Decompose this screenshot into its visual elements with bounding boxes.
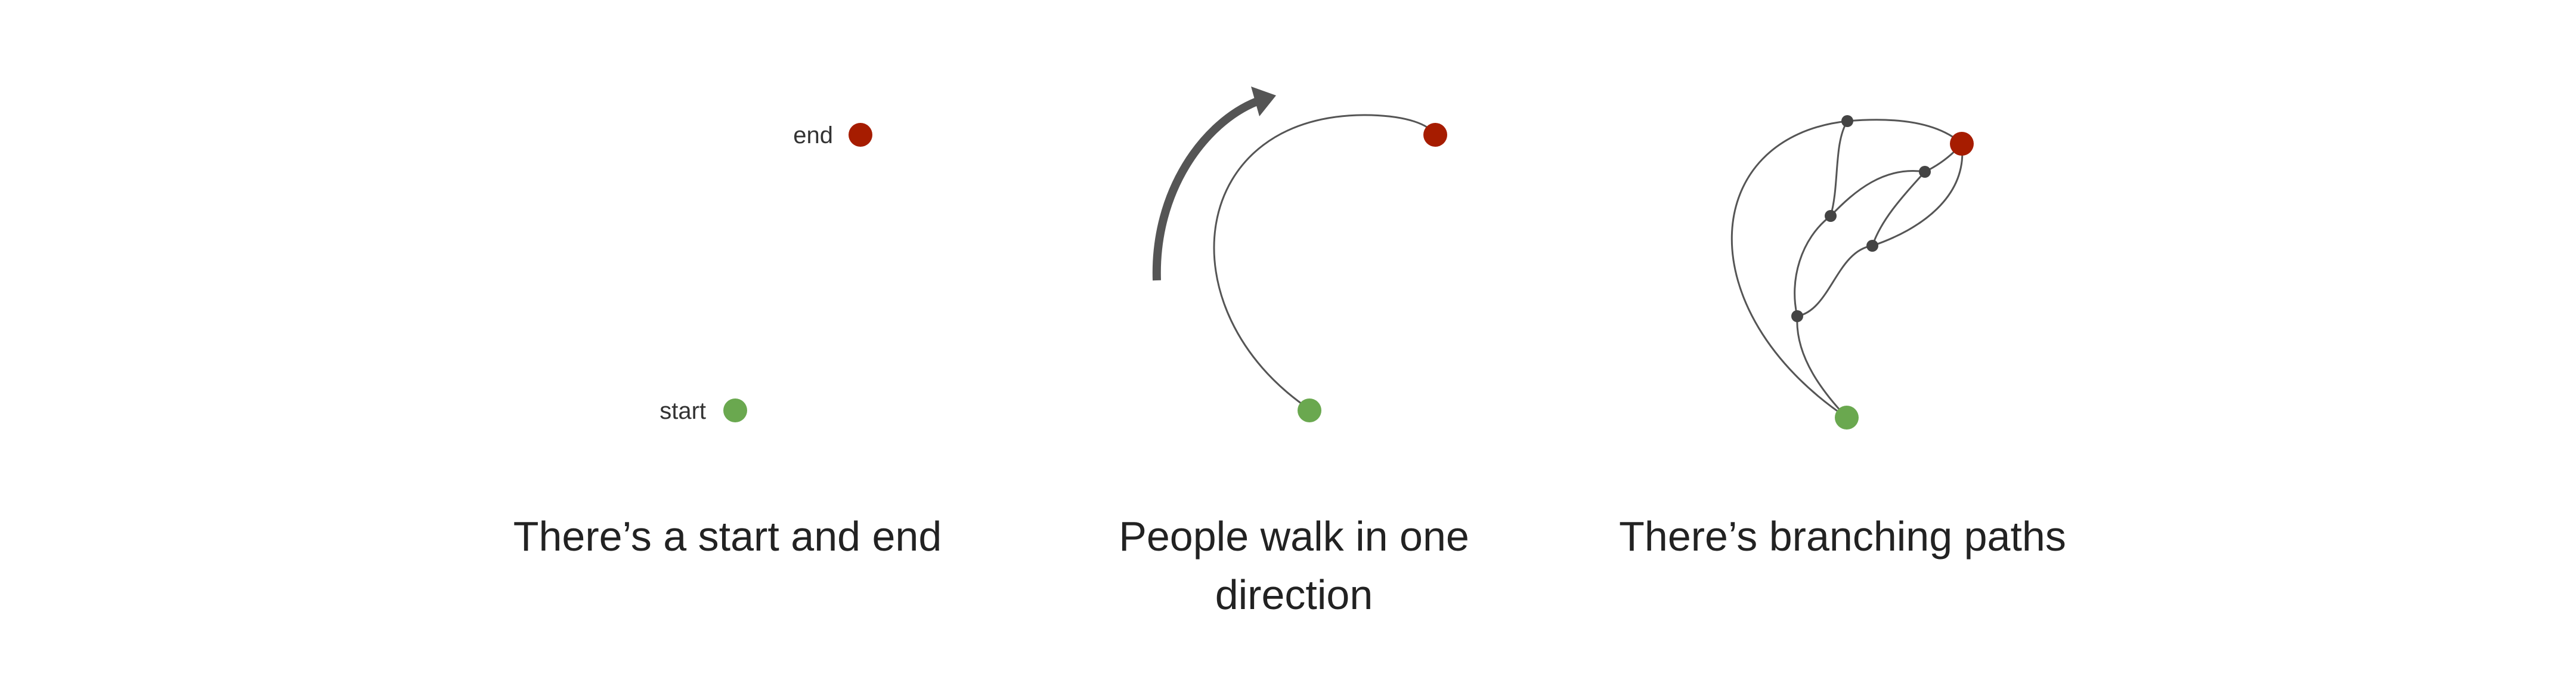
branch-path	[1794, 215, 1831, 317]
branch-node	[1919, 166, 1931, 178]
direction-arrow-head	[1251, 86, 1276, 116]
branch-path	[1730, 120, 1848, 419]
branch-path	[1829, 121, 1849, 217]
panel-branching-paths	[1730, 115, 1974, 430]
caption-branching-paths: There’s branching paths	[1619, 513, 2066, 560]
branch-path	[1847, 119, 1963, 145]
caption-one-direction: People walk in one direction	[1119, 513, 1469, 618]
end-point	[1950, 132, 1974, 156]
branch-node	[1866, 240, 1878, 252]
branch-node	[1825, 210, 1837, 222]
start-point	[1298, 398, 1321, 422]
start-point	[723, 398, 747, 422]
start-label: start	[660, 398, 706, 424]
caption-start-end: There’s a start and end	[513, 513, 942, 560]
branch-path	[1871, 171, 1926, 246]
end-point	[849, 123, 872, 147]
start-point	[1835, 406, 1859, 430]
branch-path	[1829, 170, 1925, 217]
branch-path	[1872, 143, 1964, 247]
branch-path	[1797, 245, 1873, 317]
panel-one-direction	[1152, 86, 1447, 422]
end-label: end	[793, 122, 833, 149]
direction-arrow-shaft	[1152, 97, 1259, 281]
end-point	[1423, 123, 1447, 147]
branch-node	[1841, 115, 1853, 127]
walk-path	[1213, 114, 1436, 410]
branch-node	[1791, 310, 1803, 322]
branch-path	[1796, 316, 1848, 419]
panel-start-end: end start	[660, 122, 872, 424]
